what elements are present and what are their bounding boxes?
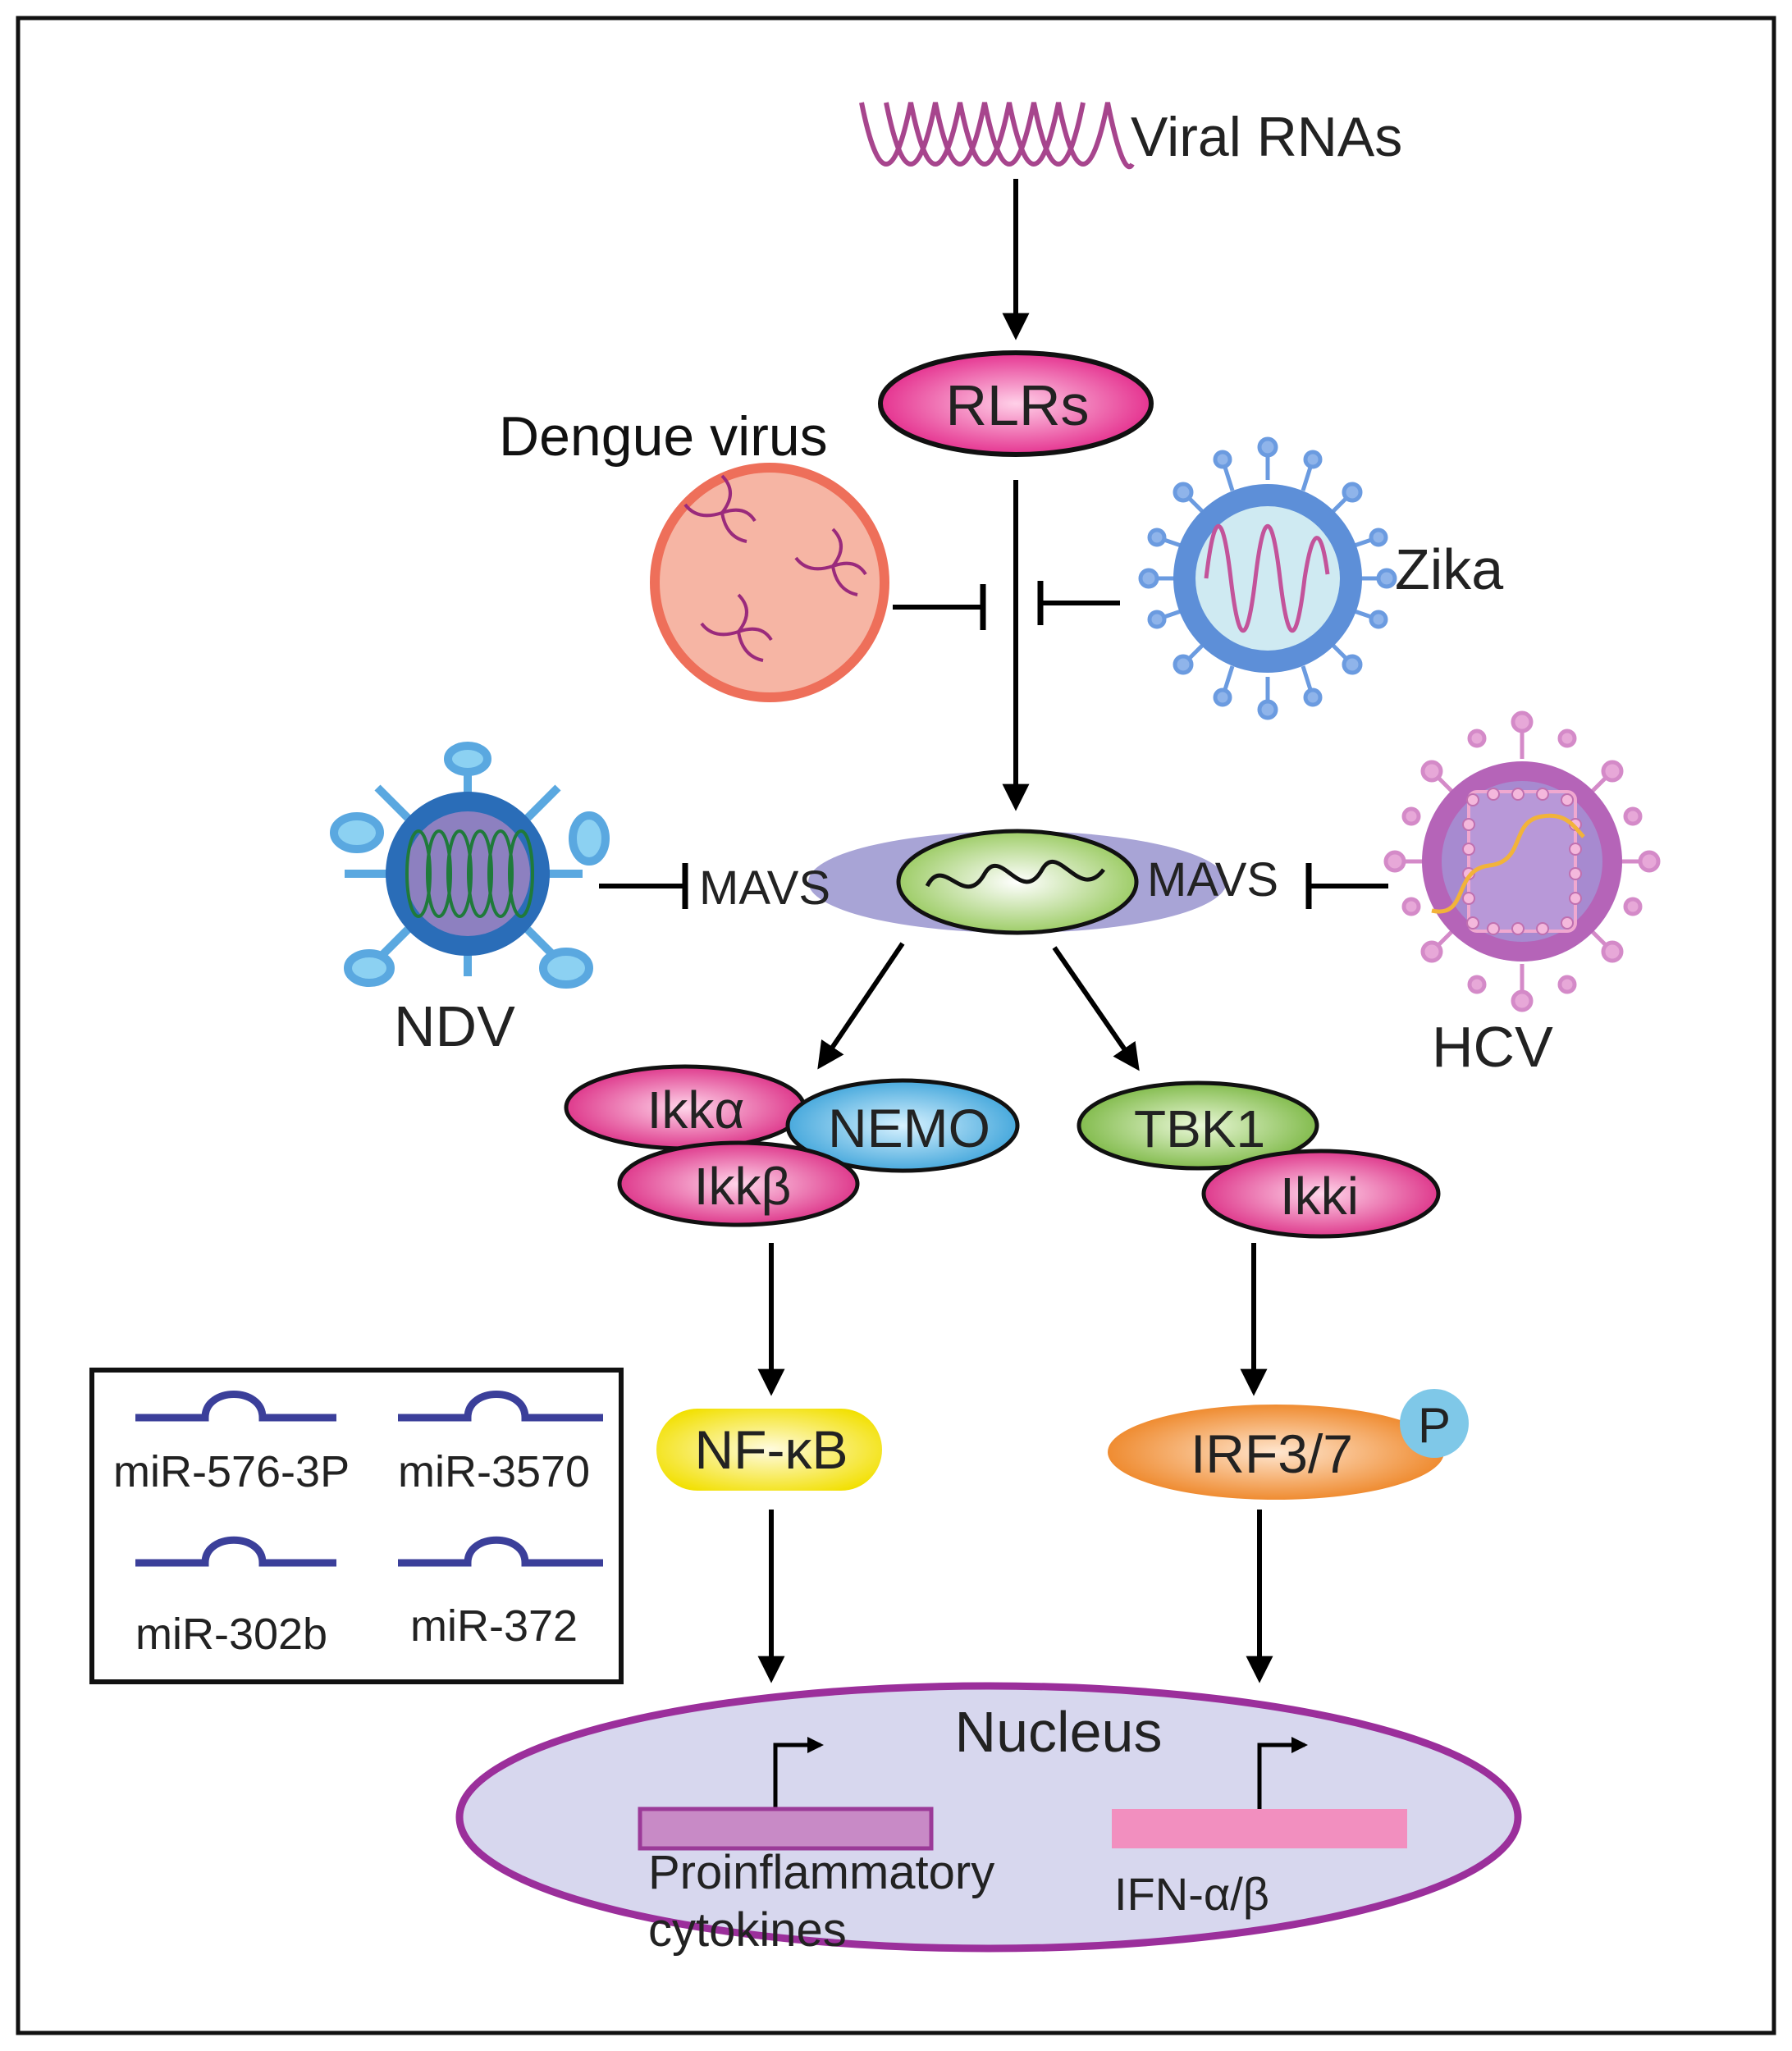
gene-box-proinflammatory [638,1807,934,1851]
tbk1-label: TBK1 [1134,1099,1265,1158]
rlrs-node [878,350,1154,457]
nucleus [455,1682,1522,1953]
viral-rna-icon [859,102,1135,170]
mitochondrion [896,829,1139,935]
tbk1-node [1077,1080,1319,1171]
zika-label: Zika [1395,537,1503,601]
ikkb-node [617,1140,860,1227]
irf-node [1108,1405,1444,1500]
hcv-label: HCV [1432,1015,1553,1079]
mirna-label-4: miR-372 [410,1601,578,1651]
arrow-mavs-to-tbk1 [1052,946,1140,1071]
dengue-virus-icon [650,463,889,702]
phospho-label: P [1418,1398,1451,1453]
ikki-node [1201,1149,1441,1239]
ndv-virus-icon [330,742,610,989]
nfkb-label: NF-κB [695,1419,848,1480]
irf-label: IRF3/7 [1191,1423,1353,1484]
nemo-node [785,1078,1020,1173]
mavs-left-label: MAVS [699,861,830,915]
ikki-label: Ikki [1280,1167,1359,1226]
mirna-label-3: miR-302b [135,1610,327,1659]
gene-right-label: IFN-α/β [1114,1868,1269,1920]
ndv-label: NDV [394,994,515,1058]
zika-virus-icon [1138,436,1397,720]
rlrs-label: RLRs [945,373,1089,437]
transcription-arrow-left [773,1737,824,1809]
nfkb-node [656,1409,882,1491]
nemo-label: NEMO [828,1098,990,1158]
ikka-label: Ikkα [647,1080,745,1140]
arrow-mavs-to-ikk [817,942,905,1070]
nucleus-label: Nucleus [955,1700,1163,1764]
gene-box-ifn [1112,1809,1407,1848]
hcv-virus-icon [1383,710,1661,1012]
dengue-label: Dengue virus [499,405,828,468]
mirna-legend-box [89,1368,624,1684]
phospho-badge [1400,1389,1469,1458]
mirna-hairpin-icon [135,1391,603,1567]
mavs-right-label: MAVS [1147,853,1278,907]
mitochondrion-cristae [925,859,1105,889]
mirna-label-1: miR-576-3P [113,1447,350,1496]
ikkb-label: Ikkβ [694,1157,792,1216]
viral-rnas-label: Viral RNAs [1131,106,1402,168]
gene-left-label-line1: Proinflammatory [648,1846,994,1899]
transcription-arrow-right [1257,1737,1308,1809]
gene-left-label-line2: cytokines [648,1903,847,1957]
mirna-label-2: miR-3570 [398,1447,590,1496]
